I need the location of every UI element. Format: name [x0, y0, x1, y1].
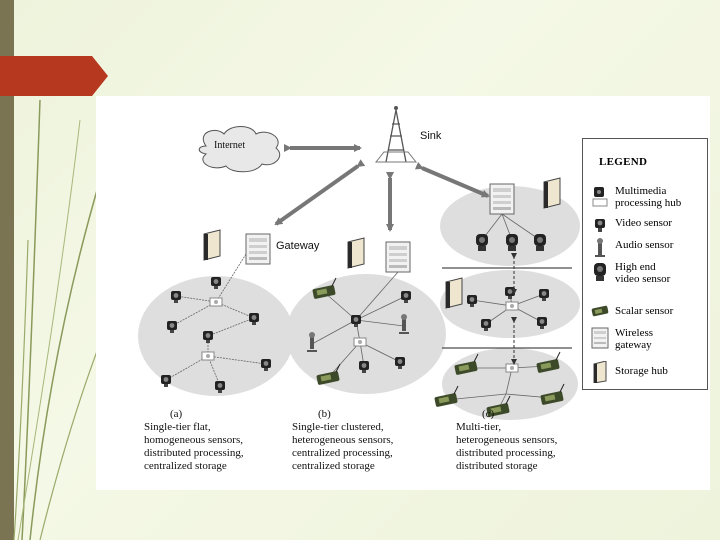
legend-label-2: video sensor — [615, 273, 671, 285]
audio-sensor-icon — [595, 238, 605, 257]
cluster-a-ellipse — [138, 276, 294, 396]
legend-item-audio-sensor: Audio sensor — [591, 237, 707, 263]
legend-label-2: processing hub — [615, 197, 682, 209]
caption-line: heterogeneous sensors, — [292, 434, 394, 446]
gateway-label: Gateway — [276, 240, 320, 252]
caption-line: Multi-tier, — [456, 421, 502, 433]
legend-label: Video sensor — [615, 217, 673, 229]
caption-line: Single-tier flat, — [144, 421, 211, 433]
wireless-gateway-icon — [591, 327, 609, 349]
left-decor-band — [0, 0, 14, 540]
caption-line: homogeneous sensors, — [144, 434, 243, 446]
caption-tag: (a) — [170, 408, 183, 420]
sink-label: Sink — [420, 130, 442, 142]
caption-b: (b) Single-tier clustered, heterogeneous… — [292, 408, 393, 473]
caption-line: centralized storage — [144, 460, 227, 472]
caption-line: centralized storage — [292, 460, 375, 472]
multimedia-hub-icon — [592, 187, 608, 207]
legend-label: Wireless — [615, 327, 654, 339]
caption-line: heterogeneous sensors, — [456, 434, 558, 446]
sink-gateway-a-link — [274, 159, 366, 226]
legend-item-scalar-sensor: Scalar sensor — [591, 299, 707, 325]
caption-a: (a) Single-tier flat, homogeneous sensor… — [144, 408, 244, 473]
caption-line: distributed storage — [456, 460, 538, 472]
scalar-sensor-icon — [591, 305, 609, 317]
caption-line: distributed processing, — [144, 447, 244, 459]
video-sensor-icon — [595, 219, 605, 232]
caption-tag: (b) — [318, 408, 331, 420]
grass-decoration — [13, 99, 106, 540]
legend-label: Storage hub — [615, 365, 668, 377]
legend-label: Scalar sensor — [615, 305, 674, 317]
title-accent-tab — [0, 56, 108, 96]
caption-line: Single-tier clustered, — [292, 421, 384, 433]
internet-label: Internet — [214, 140, 246, 151]
legend-item-video-sensor: Video sensor — [591, 215, 707, 241]
legend-item-storage-hub: Storage hub — [591, 361, 707, 387]
cluster-b-ellipse — [286, 274, 446, 394]
sink-tier-c-link — [414, 161, 490, 198]
caption-line: distributed processing, — [456, 447, 556, 459]
caption-line: centralized processing, — [292, 447, 393, 459]
legend-label-2: gateway — [615, 339, 652, 351]
high-end-video-sensor-icon — [594, 263, 606, 281]
legend-label: Multimedia — [615, 185, 667, 197]
legend-label: High end — [615, 261, 656, 273]
storage-hub-icon — [593, 361, 607, 383]
caption-c: (c) Multi-tier, heterogeneous sensors, d… — [456, 408, 557, 473]
legend-label: Audio sensor — [615, 239, 674, 251]
sink-tower-icon — [374, 106, 418, 163]
caption-tag: (c) — [482, 408, 495, 420]
legend-title: LEGEND — [599, 156, 648, 168]
